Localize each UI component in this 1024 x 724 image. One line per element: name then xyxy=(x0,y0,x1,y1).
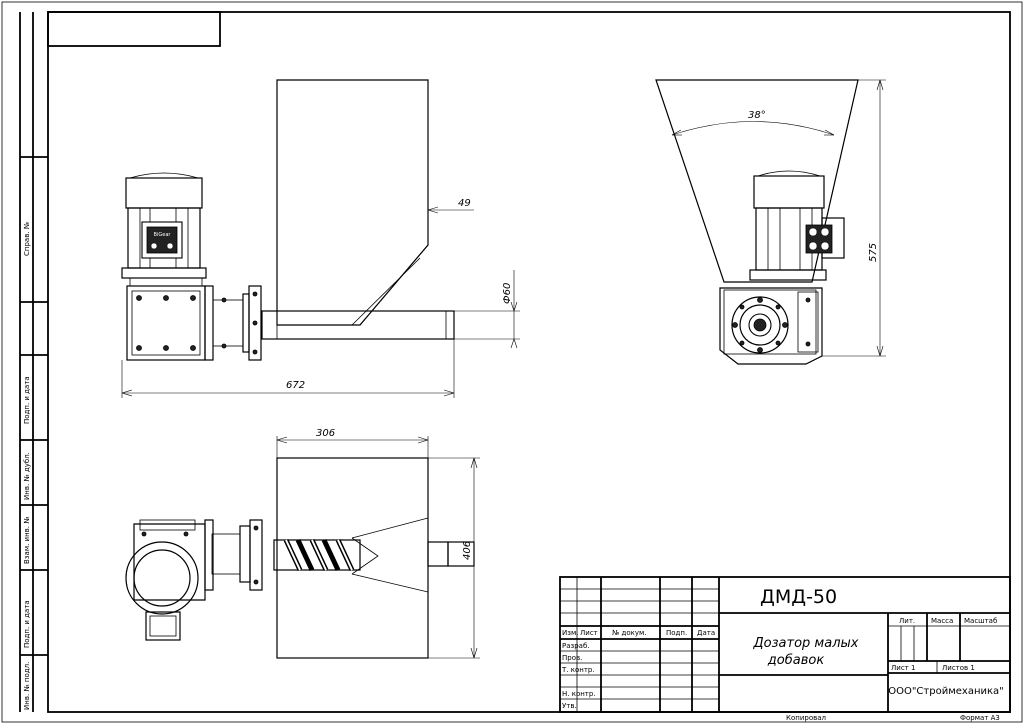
motor-front: BiGear xyxy=(121,172,207,287)
tb-header-izm: Изм. xyxy=(562,629,578,637)
discharge-pipe xyxy=(261,310,455,340)
tb-designation: ДМД-50 xyxy=(760,586,837,608)
side-view: 38° xyxy=(655,79,886,365)
tb-header-list: Лист xyxy=(580,629,598,637)
dimension-306: 306 xyxy=(276,428,429,458)
dim-306-label: 306 xyxy=(316,428,335,439)
screw-auger xyxy=(273,538,361,572)
tb-header-data: Дата xyxy=(697,629,715,637)
tb-row-prov: Пров. xyxy=(562,654,582,662)
tb-sheets: Листов 1 xyxy=(942,664,975,672)
side-label-podp-data-top: Подп. и дата xyxy=(23,376,31,424)
tb-masshtab: Масштаб xyxy=(964,617,997,625)
motor-badge: BiGear xyxy=(154,232,172,238)
motor-side xyxy=(749,170,845,281)
dim-406-label: 406 xyxy=(462,541,473,560)
tb-name-line1: Дозатор малых xyxy=(753,636,859,651)
side-label-podp-data-bottom: Подп. и дата xyxy=(23,600,31,648)
tb-lit: Лит. xyxy=(899,617,915,625)
front-view: BiGear xyxy=(121,79,520,398)
tb-row-razrab: Разраб. xyxy=(562,642,590,650)
gearbox-front xyxy=(126,285,262,361)
tb-row-utv: Утв. xyxy=(562,702,577,710)
side-label-vzam-inv: Взам. инв. № xyxy=(23,516,31,564)
top-left-stamp-box xyxy=(47,11,221,47)
dimension-49: 49 xyxy=(427,198,474,214)
dim-672-label: 672 xyxy=(286,380,305,391)
angle-arc xyxy=(671,121,835,136)
dimension-406: 406 xyxy=(428,457,480,659)
side-label-inv-podl: Инв. № подл. xyxy=(23,662,31,710)
hopper-funnel xyxy=(655,79,859,283)
dimension-672: 672 xyxy=(121,339,455,398)
gearbox-top xyxy=(125,519,206,641)
title-block: Изм. Лист № докум. Подп. Дата Разраб. Пр… xyxy=(559,576,1011,713)
tb-row-t-kontr: Т. контр. xyxy=(561,666,595,674)
dimension-d60: Ф60 xyxy=(454,270,520,349)
dim-d60-label: Ф60 xyxy=(502,283,513,304)
tb-name-line2: добавок xyxy=(767,653,825,668)
tb-massa: Масса xyxy=(931,617,953,625)
tb-sheet: Лист 1 xyxy=(891,664,915,672)
bottom-copied: Копировал xyxy=(786,714,826,722)
bottom-format: Формат А3 xyxy=(960,714,1000,722)
dim-49-label: 49 xyxy=(458,198,471,209)
tb-header-podp: Подп. xyxy=(666,629,687,637)
tb-row-n-kontr: Н. контр. xyxy=(562,690,596,698)
dimension-575: 575 xyxy=(822,79,886,357)
tb-company: ООО"Строймеханика" xyxy=(888,686,1004,697)
gearbox-side xyxy=(719,287,823,365)
tb-header-no-dokum: № докум. xyxy=(612,629,647,637)
dim-38-label: 38° xyxy=(748,110,766,121)
dim-575-label: 575 xyxy=(868,243,879,262)
side-label-sprav: Справ. № xyxy=(23,222,31,256)
left-side-strip: Справ. № Подп. и дата Инв. № дубл. Взам.… xyxy=(19,12,48,712)
side-label-inv-dubl: Инв. № дубл. xyxy=(23,452,31,500)
top-view: 306 406 xyxy=(125,428,480,659)
inner-frame xyxy=(47,11,1011,713)
